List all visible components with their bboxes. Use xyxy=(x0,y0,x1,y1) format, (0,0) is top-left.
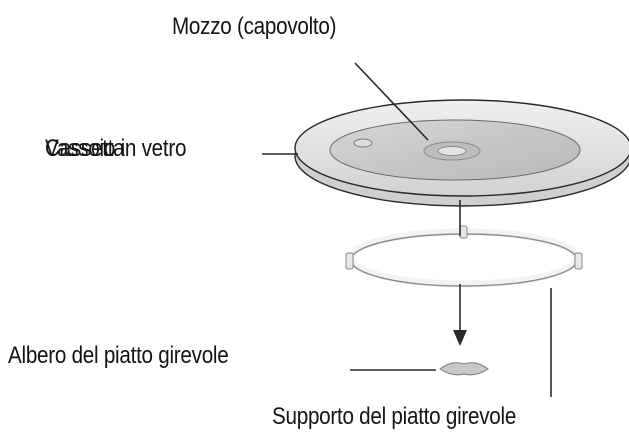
axis-arrowhead xyxy=(453,330,467,346)
leader-lines xyxy=(262,62,552,397)
label-glass-tray-overlap: Cassetta xyxy=(45,135,125,162)
glass-tray xyxy=(294,99,629,207)
label-hub: Mozzo (capovolto) xyxy=(172,13,337,40)
assembly-axis-arrow xyxy=(453,200,467,346)
support-roller-back xyxy=(459,225,468,239)
hub-inner xyxy=(437,146,467,156)
turntable-support-ring xyxy=(345,225,583,288)
turntable-shaft xyxy=(439,362,489,376)
label-turntable-shaft: Albero del piatto girevole xyxy=(8,342,229,369)
label-glass-tray: Vassoio in vetro xyxy=(45,135,187,162)
shaft-body xyxy=(439,362,489,376)
support-ring-band xyxy=(347,228,581,288)
leader-hub xyxy=(354,62,429,141)
glass-tray-notch xyxy=(353,138,373,148)
support-roller-right xyxy=(574,252,583,270)
support-roller-left xyxy=(345,252,354,270)
label-turntable-support: Supporto del piatto girevole xyxy=(272,403,517,430)
support-ring-front xyxy=(350,233,578,287)
